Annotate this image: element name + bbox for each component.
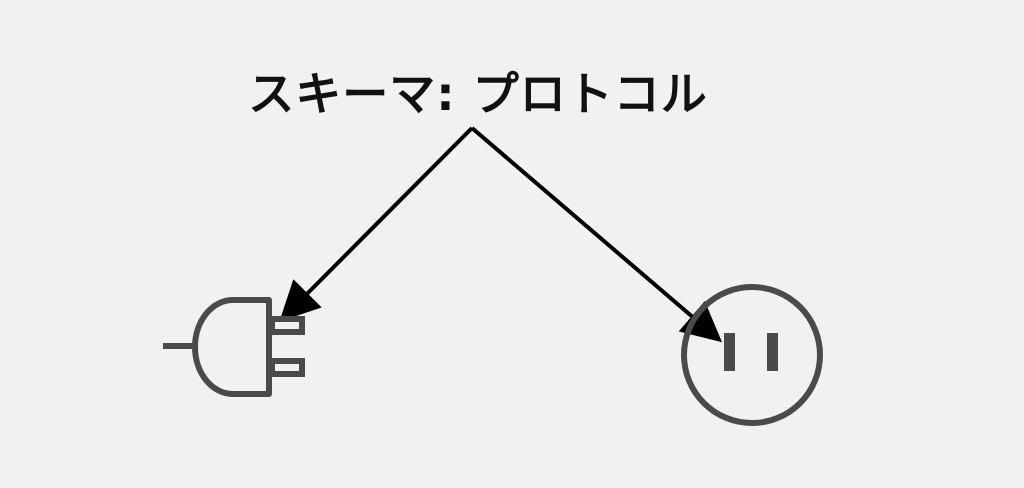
- diagram-title-text: スキーマ: プロトコル: [248, 67, 708, 121]
- socket-icon: [681, 284, 823, 426]
- plug-icon: [163, 297, 305, 397]
- diagram-title: スキーマ: プロトコル: [0, 58, 1024, 124]
- arrow-to-socket: [470, 126, 723, 343]
- arrow-to-plug: [279, 126, 474, 322]
